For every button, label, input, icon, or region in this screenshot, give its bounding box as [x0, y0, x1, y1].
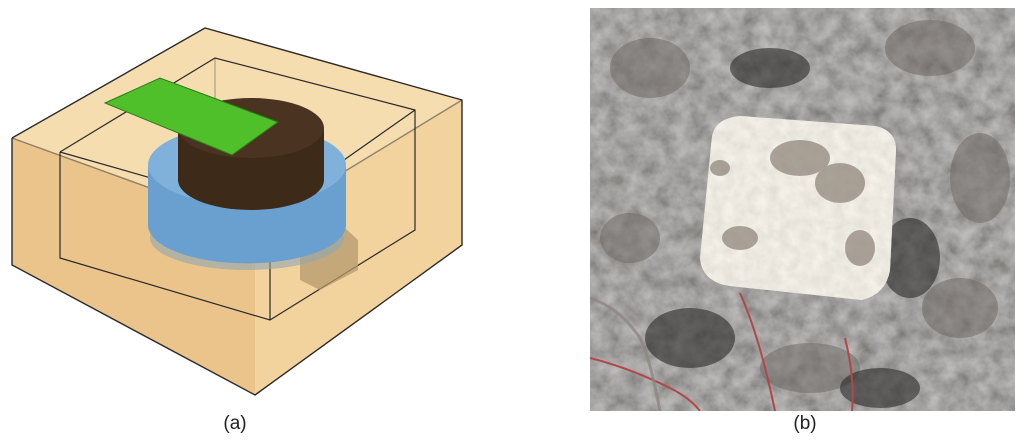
white-cube [690, 108, 905, 308]
enclosure-diagram-svg [0, 0, 520, 441]
panel-a-diagram [0, 0, 520, 441]
caption-b: (b) [775, 413, 835, 435]
caption-a: (a) [205, 413, 265, 435]
panel-b-photo [590, 8, 1015, 411]
buried-cube-photo-svg [590, 8, 1015, 411]
